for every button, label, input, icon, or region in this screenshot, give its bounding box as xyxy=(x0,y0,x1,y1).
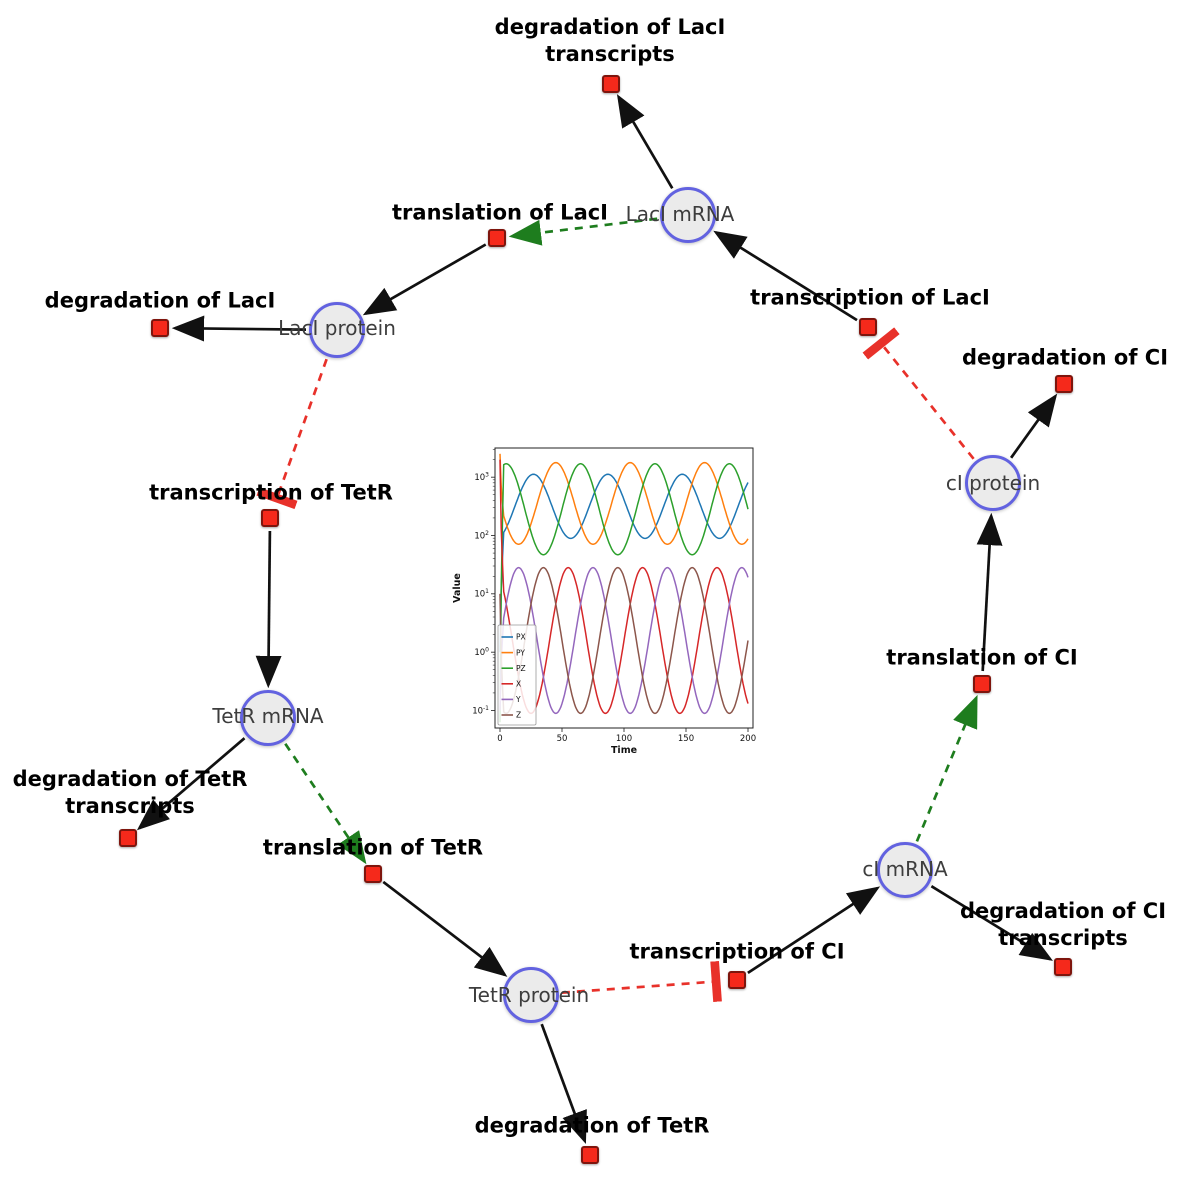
edge-laci-mrna-to-transl-laci xyxy=(508,217,658,246)
species-label-ci-mrna: cI mRNA xyxy=(862,857,948,881)
reaction-node-deg-tetr[interactable] xyxy=(581,1146,599,1164)
species-label-laci-protein: LacI protein xyxy=(278,316,396,340)
svg-text:101: 101 xyxy=(474,588,489,600)
species-label-tetr-protein: TetR protein xyxy=(468,983,590,1007)
edge-ci-mrna-to-transl-ci xyxy=(915,694,978,842)
reaction-label-deg-ci: degradation of CI xyxy=(961,345,1169,370)
species-node-laci-mrna[interactable] xyxy=(660,187,716,243)
svg-text:Z: Z xyxy=(516,711,521,720)
edge-tetr-mrna-to-deg-tetr-tx xyxy=(136,737,246,831)
reaction-label-transl-tetr: translation of TetR xyxy=(262,835,484,860)
svg-text:102: 102 xyxy=(474,530,489,542)
edge-transl-ci-to-ci-protein xyxy=(976,512,1003,672)
edge-txn-laci-to-laci-mrna xyxy=(713,230,858,322)
reaction-node-deg-laci-tx[interactable] xyxy=(602,75,620,93)
svg-text:150: 150 xyxy=(678,734,694,744)
species-label-tetr-mrna: TetR mRNA xyxy=(212,704,324,728)
reaction-node-deg-laci[interactable] xyxy=(151,319,169,337)
species-node-tetr-mrna[interactable] xyxy=(240,690,296,746)
reaction-label-deg-laci: degradation of LacI xyxy=(44,288,276,313)
svg-text:100: 100 xyxy=(616,734,632,744)
svg-text:PZ: PZ xyxy=(516,664,526,673)
reaction-label-txn-ci: transcription of CI xyxy=(629,939,845,964)
svg-text:Value: Value xyxy=(452,573,463,603)
species-node-ci-protein[interactable] xyxy=(965,455,1021,511)
svg-text:100: 100 xyxy=(474,647,489,659)
species-node-ci-mrna[interactable] xyxy=(877,842,933,898)
svg-text:0: 0 xyxy=(497,734,502,744)
svg-text:PY: PY xyxy=(516,648,525,657)
edge-transl-laci-to-laci-protein xyxy=(362,243,487,316)
edge-ci-mrna-to-deg-ci-tx xyxy=(930,885,1053,961)
svg-text:X: X xyxy=(516,680,521,689)
reaction-node-transl-ci[interactable] xyxy=(973,675,991,693)
reaction-node-txn-tetr[interactable] xyxy=(261,509,279,527)
svg-text:PX: PX xyxy=(516,633,526,642)
edge-tetr-protein-to-deg-tetr xyxy=(540,1023,587,1144)
species-label-laci-mrna: LacI mRNA xyxy=(625,202,735,226)
svg-text:10-1: 10-1 xyxy=(472,705,489,717)
svg-text:200: 200 xyxy=(740,734,756,744)
edge-tetr-protein-to-txn-ci xyxy=(561,960,722,1003)
reaction-node-txn-laci[interactable] xyxy=(859,318,877,336)
species-label-ci-protein: cI protein xyxy=(945,471,1041,495)
timecourse-inset-chart: 10-1 100 101 102 103 0 50 100 150 200 PX PY PZ XYZ Tim… xyxy=(452,447,756,756)
svg-text:50: 50 xyxy=(557,734,568,744)
reaction-label-txn-tetr: transcription of TetR xyxy=(149,480,393,505)
edge-laci-mrna-to-deg-laci-tx xyxy=(616,94,674,189)
edge-laci-protein-to-txn-tetr xyxy=(256,358,328,510)
svg-text:103: 103 xyxy=(474,472,489,484)
reaction-node-deg-ci-tx[interactable] xyxy=(1054,958,1072,976)
reaction-node-deg-tetr-tx[interactable] xyxy=(119,829,137,847)
svg-text:Time: Time xyxy=(611,745,637,756)
reaction-node-deg-ci[interactable] xyxy=(1055,375,1073,393)
reaction-node-transl-laci[interactable] xyxy=(488,229,506,247)
reaction-label-transl-laci: translation of LacI xyxy=(392,200,608,225)
reaction-label-transl-ci: translation of CI xyxy=(886,645,1078,670)
edge-ci-protein-to-txn-laci xyxy=(862,327,975,460)
reaction-node-transl-tetr[interactable] xyxy=(364,865,382,883)
reaction-label-deg-tetr: degradation of TetR xyxy=(474,1113,710,1138)
reaction-label-txn-laci: transcription of LacI xyxy=(750,285,990,310)
species-node-laci-protein[interactable] xyxy=(309,302,365,358)
edge-transl-tetr-to-tetr-protein xyxy=(382,880,508,977)
edge-txn-ci-to-ci-mrna xyxy=(747,886,881,975)
edge-txn-tetr-to-tetr-mrna xyxy=(255,530,282,689)
svg-text:Y: Y xyxy=(515,695,521,704)
edge-ci-protein-to-deg-ci xyxy=(1010,393,1058,459)
species-node-tetr-protein[interactable] xyxy=(503,967,559,1023)
edge-laci-protein-to-deg-laci xyxy=(171,315,307,342)
reaction-node-txn-ci[interactable] xyxy=(728,971,746,989)
